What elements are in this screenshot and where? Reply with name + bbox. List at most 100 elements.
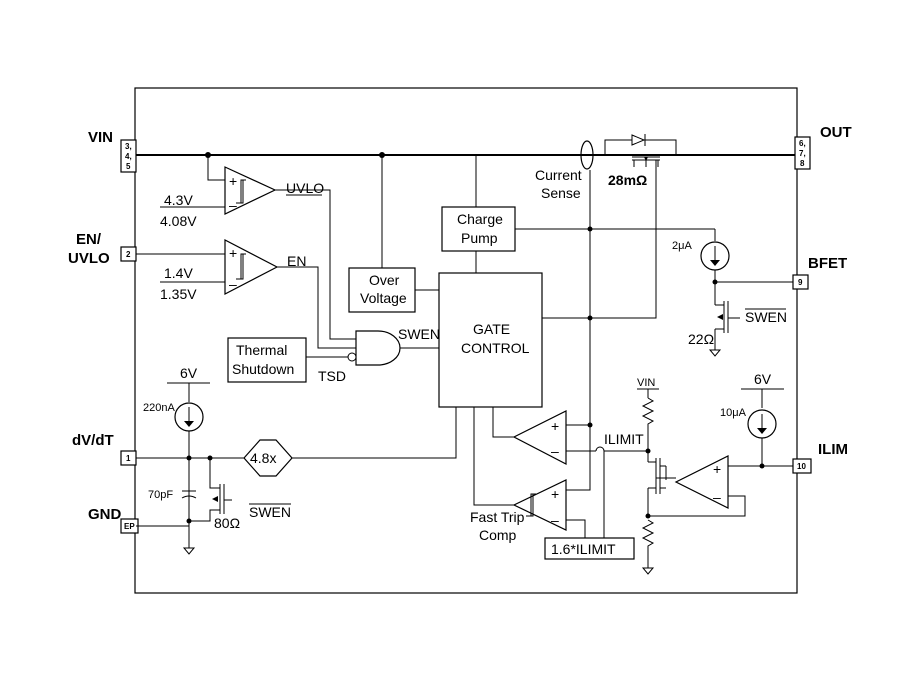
wire-ilim-gate (492, 407, 514, 438)
svg-text:–: – (229, 276, 237, 292)
wire-vin-uvlo (207, 155, 225, 181)
svg-text:+: + (229, 245, 237, 261)
pin-vin: VIN 3, 4, 5 (88, 129, 137, 173)
en-out-label: EN (287, 253, 306, 269)
pin-ilim-num: 10 (797, 462, 806, 471)
gnd-dvdt-symbol (182, 547, 196, 555)
ilim-pulldown-resistor (641, 519, 655, 552)
pin-out-label: OUT (820, 124, 852, 141)
gate-control-label-2: CONTROL (461, 340, 530, 356)
uvlo-lo: 4.08V (160, 213, 197, 229)
pin-gnd: GND EP (88, 506, 139, 534)
thermal-label-2: Shutdown (232, 361, 294, 377)
current-10-label: 10μA (720, 407, 747, 419)
gate-control-label-1: GATE (473, 321, 510, 337)
pin-vin-num-3: 5 (126, 162, 131, 171)
current-sense-ellipse (580, 140, 594, 170)
pin-vin-num-2: 4, (125, 152, 132, 161)
pin-gnd-label: GND (88, 506, 122, 523)
pin-out-num-2: 7, (799, 149, 806, 158)
wire-en-and (277, 266, 356, 349)
chip-outline (134, 87, 798, 594)
uvlo-hi: 4.3V (164, 192, 193, 208)
pin-dvdt-label: dV/dT (72, 432, 114, 449)
pin-bfet-label: BFET (808, 255, 847, 272)
pin-out-num-1: 6, (799, 139, 806, 148)
pin-bfet-num: 9 (798, 278, 803, 287)
wire-cs-ft (566, 445, 591, 491)
svg-text:+: + (229, 173, 237, 189)
current-220-label: 220nA (143, 402, 175, 414)
en-hi: 1.4V (164, 265, 193, 281)
pin-en-label-2: UVLO (68, 250, 110, 267)
fast-trip-label-2: Comp (479, 527, 517, 543)
rdson-label: 28mΩ (608, 172, 647, 188)
charge-pump-block (441, 206, 516, 252)
wire-opamp-fb (648, 495, 746, 517)
pin-vin-num-1: 3, (125, 142, 132, 151)
pass-fet (604, 134, 677, 167)
fast-trip-comparator: + – (512, 479, 567, 531)
pin-en-label-1: EN/ (76, 231, 102, 248)
wire-uvlo-and (275, 189, 356, 340)
bfet-res-label: 22Ω (688, 331, 714, 347)
ilim-opamp: + – (674, 455, 729, 509)
pin-ilim: ILIM 10 (792, 441, 848, 474)
tsd-label: TSD (318, 368, 346, 384)
en-lo: 1.35V (160, 286, 197, 302)
ilimit-scaled-block (544, 537, 635, 560)
pin-dvdt-num: 1 (126, 454, 131, 463)
svg-text:+: + (551, 486, 559, 502)
gain-label: 4.8x (250, 450, 276, 466)
current-sense-label-2: Sense (541, 185, 581, 201)
ilimit-comparator: + – (512, 410, 567, 465)
wire-ft-ref (566, 519, 604, 539)
bfet-swen-label: SWEN (745, 309, 787, 325)
gate-control-block (438, 272, 543, 408)
svg-text:–: – (229, 197, 237, 213)
thermal-shutdown-block (227, 337, 307, 383)
uvlo-comparator: + – (224, 166, 277, 215)
pin-en-uvlo: EN/ UVLO 2 (68, 231, 137, 267)
pin-ilim-label: ILIM (818, 441, 848, 458)
pin-en-num: 2 (126, 250, 131, 259)
charge-pump-label-2: Pump (461, 230, 498, 246)
current-sense-label-1: Current (535, 167, 582, 183)
svg-text:+: + (551, 418, 559, 434)
pin-out-num-3: 8 (800, 159, 805, 168)
junction-cs-1 (587, 226, 593, 232)
vin-small-label: VIN (637, 377, 655, 389)
dvdt-swen-label: SWEN (249, 504, 291, 520)
six-v-right: 6V (754, 371, 772, 387)
gain-buffer: 4.8x (243, 439, 293, 477)
over-voltage-label-2: Voltage (360, 290, 407, 306)
res-80-label: 80Ω (214, 515, 240, 531)
pin-bfet: BFET 9 (792, 255, 847, 290)
ilim-pullup-resistor (641, 397, 655, 430)
en-comparator: + – (224, 239, 279, 295)
pin-dvdt: dV/dT 1 (72, 432, 137, 466)
over-voltage-label-1: Over (369, 272, 400, 288)
junction-cs-2 (587, 315, 593, 321)
charge-pump-label-1: Charge (457, 211, 503, 227)
wire-gate-fet (542, 160, 657, 319)
bfet-current-label: 2μA (672, 240, 692, 252)
ilimit-scaled-label: 1.6*ILIMIT (551, 541, 616, 557)
pin-vin-label: VIN (88, 129, 113, 146)
svg-text:–: – (713, 489, 721, 505)
thermal-label-1: Thermal (236, 342, 287, 358)
gnd-ilim-symbol (641, 567, 655, 575)
six-v-left: 6V (180, 365, 198, 381)
wire-ft-gate (473, 407, 514, 506)
fast-trip-label-1: Fast Trip (470, 509, 525, 525)
cap-70-label: 70pF (148, 489, 173, 501)
svg-text:–: – (551, 443, 559, 459)
svg-text:–: – (551, 512, 559, 528)
ilimit-label: ILIMIT (604, 431, 644, 447)
swen-label: SWEN (398, 326, 440, 342)
svg-text:+: + (713, 461, 721, 477)
wire-gain-gate (292, 407, 457, 459)
gnd-bfet-symbol (708, 349, 722, 357)
pin-gnd-num: EP (124, 522, 135, 531)
